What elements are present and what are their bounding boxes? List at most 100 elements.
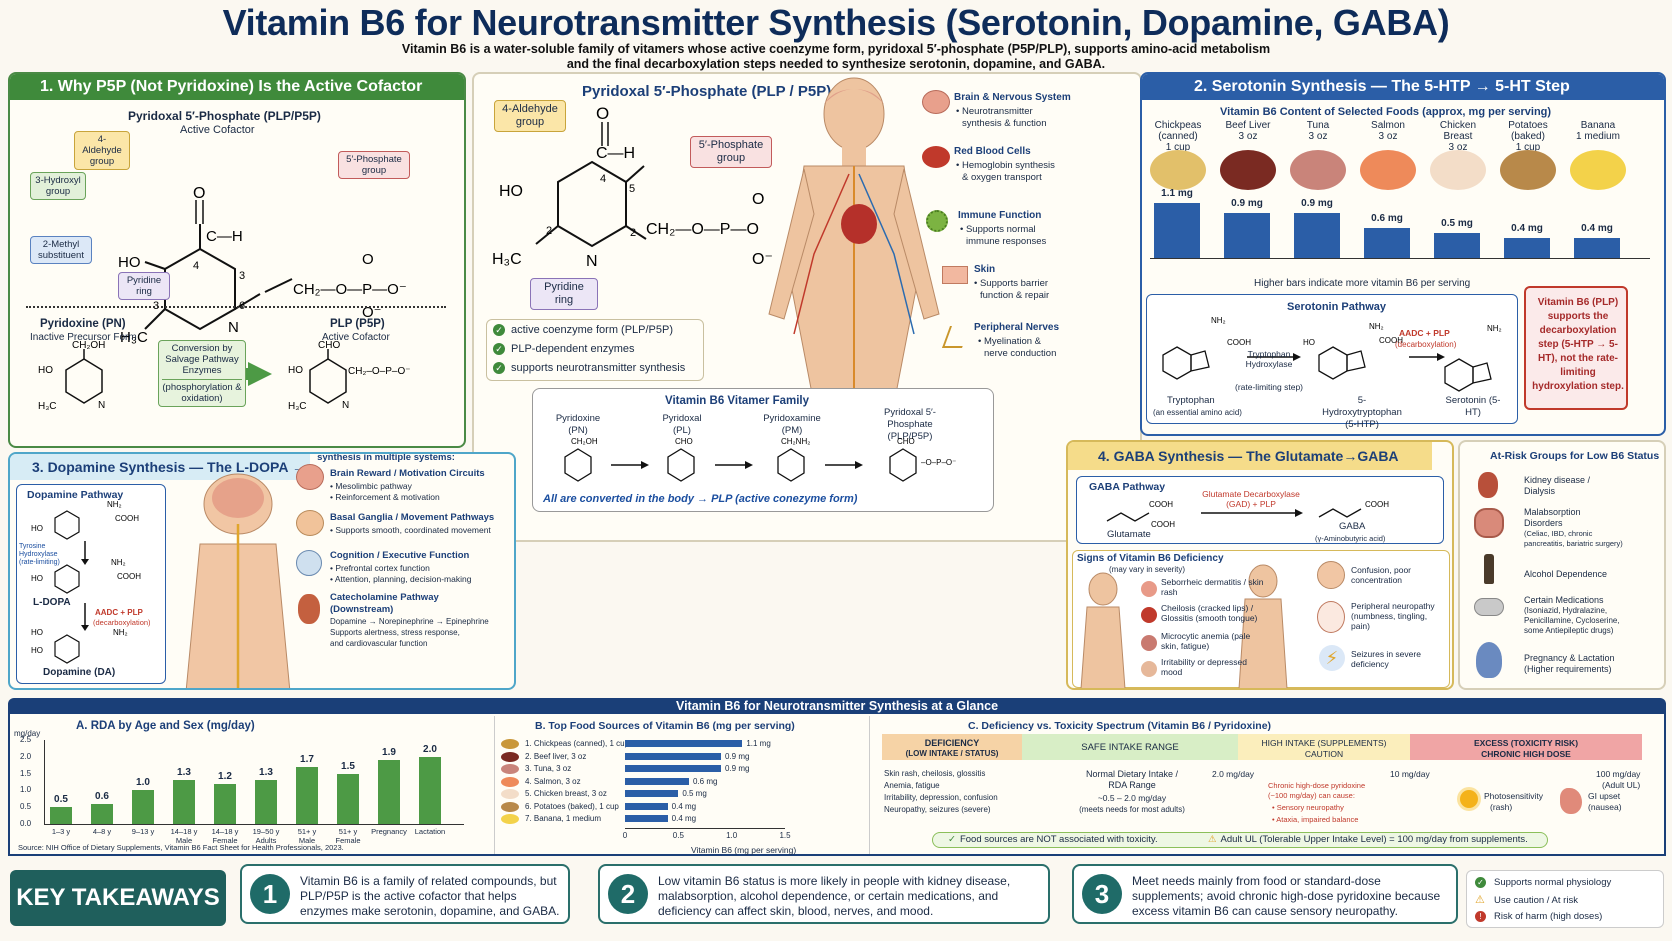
mood-icon	[1141, 661, 1157, 677]
rda-bar-value: 0.6	[95, 790, 109, 802]
check-icon: ✓	[493, 362, 505, 374]
conversion-box: Conversion by Salvage Pathway Enzymes (p…	[158, 340, 246, 407]
svg-text:N: N	[342, 400, 349, 411]
food-row-label: 5. Chicken breast, 3 oz	[525, 789, 607, 798]
mol-title: Pyridoxal 5′-Phosphate (PLP/P5P)	[128, 109, 321, 123]
panel-active-cofactor: 1. Why P5P (Not Pyridoxine) Is the Activ…	[8, 72, 466, 448]
ring-label: Pyridine ring	[118, 272, 170, 300]
svg-text:H₃C: H₃C	[120, 329, 148, 346]
food-hbar-value: 0.9 mg	[725, 764, 750, 773]
food-category-label: Potatoes (baked)1 cup	[1508, 120, 1548, 153]
rash-icon	[1141, 581, 1157, 597]
svg-text:O⁻: O⁻	[362, 304, 382, 321]
rda-ytick: 2.0	[20, 751, 32, 761]
svg-text:3: 3	[239, 270, 245, 282]
rda-bar	[337, 773, 359, 824]
food-hbar	[625, 765, 721, 772]
center-phosphate-label: 5′-Phosphate group	[690, 136, 772, 168]
takeaways-legend: ✓Supports normal physiology ⚠Use caution…	[1466, 870, 1664, 928]
svg-text:H₃C: H₃C	[38, 401, 57, 412]
plp-title: PLP (P5P)	[330, 318, 385, 330]
phosphate-label: 5′-Phosphate group	[338, 151, 410, 179]
sun-icon	[1460, 790, 1478, 808]
deficiency-body-illustrations	[1080, 564, 1288, 688]
rda-section: A. RDA by Age and Sex (mg/day) mg/day 0.…	[10, 716, 490, 854]
food-row-label: 2. Beef liver, 3 oz	[525, 751, 587, 761]
svg-text:4: 4	[193, 260, 199, 272]
svg-text:COOH: COOH	[1379, 336, 1403, 345]
svg-text:NH₂: NH₂	[107, 500, 122, 509]
svg-text:CHO: CHO	[675, 437, 693, 446]
svg-text:2: 2	[546, 225, 552, 237]
check-icon: ✓	[1475, 877, 1486, 888]
takeaway-3: 3 Meet needs mainly from food or standar…	[1072, 864, 1458, 924]
svg-text:HO: HO	[38, 365, 53, 376]
head-icon	[1317, 561, 1345, 589]
rda-bar	[91, 803, 113, 824]
divider	[26, 306, 446, 308]
svg-text:CH₂—O—P—O⁻: CH₂—O—P—O⁻	[293, 281, 407, 298]
deficiency-signs: Signs of Vitamin B6 Deficiency (may vary…	[1072, 550, 1450, 688]
svg-text:HO: HO	[31, 628, 43, 637]
plp-callout: Vitamin B6 (PLP) supports the decarboxyl…	[1524, 286, 1628, 410]
vitamer-structures: CH₂OH CHO CH₂NH₂ CHO –O–P–O⁻	[564, 437, 956, 482]
panel-center-plp: Pyridoxal 5′-Phosphate (PLP / P5P) O C—H…	[472, 72, 1142, 542]
rda-bar	[378, 760, 400, 824]
food-hbar-value: 0.9 mg	[725, 751, 750, 761]
basal-ganglia-icon	[296, 510, 324, 536]
svg-text:COOH: COOH	[117, 572, 141, 581]
food-bar	[1504, 238, 1550, 258]
svg-text:C—H: C—H	[596, 145, 635, 162]
brain-body-illustration	[185, 473, 291, 688]
brain-icon	[296, 464, 324, 490]
svg-text:HO: HO	[31, 574, 43, 583]
nerve-icon	[1317, 601, 1345, 633]
methyl-label: 2-Methyl substituent	[30, 236, 92, 264]
food-hbar	[625, 815, 668, 822]
svg-text:COOH: COOH	[1365, 500, 1389, 509]
head-silhouette-icon	[296, 550, 322, 576]
zone-excess	[1410, 734, 1642, 760]
food-row-label: 4. Salmon, 3 oz	[525, 776, 581, 786]
gaba-pathway: GABA Pathway COOH COOH COOH Glutamate Gl…	[1076, 476, 1444, 544]
svg-text:4: 4	[600, 173, 606, 185]
serotonin-pathway: Serotonin Pathway NH₂ COOH HO NH₂ COOH N…	[1146, 294, 1518, 430]
svg-text:O⁻: O⁻	[752, 251, 773, 268]
food-hbar	[625, 802, 668, 810]
food-bar	[1294, 213, 1340, 258]
svg-text:COOH: COOH	[1149, 500, 1173, 509]
rda-bar-value: 2.0	[423, 743, 437, 755]
food-bar-value: 0.9 mg	[1301, 198, 1333, 209]
page-subtitle: Vitamin B6 is a water-soluble family of …	[401, 42, 1271, 71]
svg-text:CH₂NH₂: CH₂NH₂	[781, 437, 810, 446]
takeaway-1: 1 Vitamin B6 is a family of related comp…	[240, 864, 570, 924]
rda-bar-value: 1.5	[341, 760, 355, 772]
food-photo-icon	[1360, 150, 1416, 190]
svg-text:O: O	[193, 185, 205, 202]
zone-safe	[1022, 734, 1238, 760]
svg-text:COOH: COOH	[115, 514, 139, 523]
warning-icon: ⚠	[1475, 894, 1485, 906]
rda-ytick: 1.5	[20, 768, 32, 778]
food-row-label: 1. Chickpeas (canned), 1 cup	[525, 739, 630, 748]
rda-category-label: Lactation	[414, 827, 446, 836]
mol-sub: Active Cofactor	[180, 124, 255, 136]
rda-category-label: Pregnancy	[371, 827, 407, 836]
food-xtick: 0.5	[672, 831, 684, 840]
food-hbar-value: 0.4 mg	[671, 801, 697, 811]
svg-text:C—H: C—H	[206, 228, 243, 245]
svg-text:N: N	[586, 253, 598, 270]
food-xtick: 0	[622, 831, 628, 840]
svg-text:CH₂—O—P—O: CH₂—O—P—O	[646, 221, 759, 238]
warning-icon: ⚠	[1208, 834, 1217, 845]
rda-bar-value: 1.0	[136, 777, 150, 789]
hydroxyl-label: 3-Hydroxyl group	[30, 172, 86, 200]
kidney-icon	[1478, 472, 1498, 498]
svg-text:HO: HO	[118, 254, 141, 271]
rda-ytick: 0.5	[20, 802, 32, 812]
intestine-icon	[1474, 508, 1504, 538]
